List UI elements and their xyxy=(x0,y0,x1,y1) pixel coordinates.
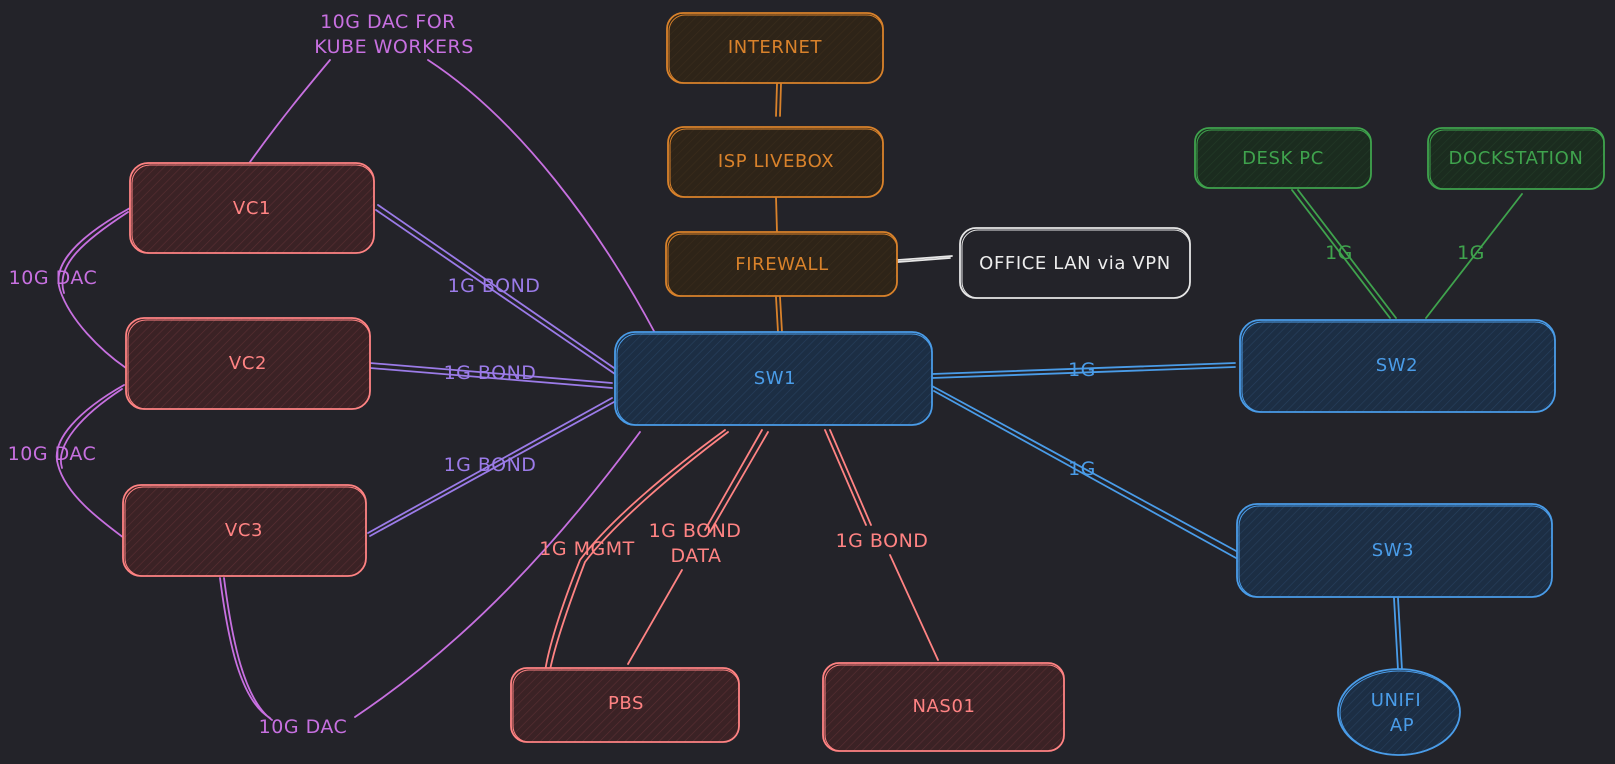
link-vc3-sw1-dac xyxy=(219,577,273,721)
label-bond-data-line2: DATA xyxy=(671,545,722,567)
label-dac-vc1-vc2: 10G DAC xyxy=(9,267,98,289)
link-pbs-data xyxy=(627,569,683,665)
link-dock-sw2 xyxy=(1425,193,1523,319)
node-sw1-label: SW1 xyxy=(754,368,796,389)
node-sw3-label: SW3 xyxy=(1372,540,1414,561)
label-kube-line1: 10G DAC FOR xyxy=(320,11,456,33)
link-sw1-nas-bond xyxy=(824,429,872,526)
label-bond-data-line1: 1G BOND xyxy=(649,520,742,542)
node-pbs-label: PBS xyxy=(608,693,644,714)
label-dac-vc3-sw1: 10G DAC xyxy=(259,716,348,738)
label-desk-sw2: 1G xyxy=(1325,242,1353,264)
label-bond-vc3: 1G BOND xyxy=(444,454,537,476)
node-unifi-ap[interactable]: UNIFI AP xyxy=(1337,668,1461,756)
node-internet[interactable]: INTERNET xyxy=(666,12,884,84)
node-internet-label: INTERNET xyxy=(728,37,823,58)
link-desk-sw2 xyxy=(1291,189,1397,319)
node-pbs[interactable]: PBS xyxy=(510,667,740,743)
node-desk-pc[interactable]: DESK PC xyxy=(1194,127,1372,189)
label-bond-vc1: 1G BOND xyxy=(448,275,541,297)
node-vc2-label: VC2 xyxy=(229,353,267,374)
link-sw3-ap xyxy=(1393,597,1403,671)
link-firewall-office xyxy=(897,255,953,263)
label-bond-vc2: 1G BOND xyxy=(444,362,537,384)
link-kube-vc1 xyxy=(249,59,331,163)
link-vc3-sw1-bond xyxy=(367,397,615,537)
link-vc1-vc2-dac-2 xyxy=(61,211,129,294)
link-sw1-pbs-mgmt xyxy=(544,429,729,673)
link-vc1-vc2-dac xyxy=(57,207,131,369)
label-sw1-sw3: 1G xyxy=(1068,458,1096,480)
node-unifi-ap-label-1: UNIFI xyxy=(1371,690,1422,711)
link-dac-sw1 xyxy=(354,431,641,718)
link-internet-isp xyxy=(775,83,782,117)
node-isp-livebox-label: ISP LIVEBOX xyxy=(718,151,834,172)
node-vc1[interactable]: VC1 xyxy=(129,162,375,254)
node-vc2[interactable]: VC2 xyxy=(125,317,371,410)
node-desk-pc-label: DESK PC xyxy=(1242,148,1324,169)
node-sw3[interactable]: SW3 xyxy=(1236,503,1553,598)
node-dockstation-label: DOCKSTATION xyxy=(1449,148,1584,169)
node-vc3-label: VC3 xyxy=(225,520,263,541)
link-vc2-sw1-bond xyxy=(369,362,613,389)
node-unifi-ap-label-2: AP xyxy=(1390,715,1414,736)
link-vc2-vc3-dac-2 xyxy=(60,388,123,469)
label-sw1-sw2: 1G xyxy=(1068,359,1096,381)
label-bond-nas: 1G BOND xyxy=(836,530,929,552)
node-nas01-label: NAS01 xyxy=(912,696,975,717)
node-firewall-label: FIREWALL xyxy=(735,254,829,275)
link-kube-sw1 xyxy=(427,59,656,334)
link-firewall-sw1 xyxy=(775,296,783,333)
link-vc1-sw1-bond xyxy=(375,204,618,375)
label-mgmt-pbs: 1G MGMT xyxy=(539,538,634,560)
node-vc3[interactable]: VC3 xyxy=(122,484,367,577)
link-sw1-sw2 xyxy=(931,362,1236,379)
link-isp-firewall xyxy=(775,196,778,233)
link-sw1-sw3 xyxy=(931,385,1239,559)
node-sw2-label: SW2 xyxy=(1376,355,1418,376)
node-firewall[interactable]: FIREWALL xyxy=(665,231,898,297)
label-dac-vc2-vc3: 10G DAC xyxy=(8,443,97,465)
node-sw2[interactable]: SW2 xyxy=(1239,319,1556,413)
label-kube-line2: KUBE WORKERS xyxy=(314,36,474,58)
node-isp-livebox[interactable]: ISP LIVEBOX xyxy=(667,126,884,198)
node-office-lan[interactable]: OFFICE LAN via VPN xyxy=(959,227,1191,299)
node-dockstation[interactable]: DOCKSTATION xyxy=(1427,127,1605,190)
link-vc2-vc3-dac xyxy=(55,384,125,539)
node-sw1[interactable]: SW1 xyxy=(614,331,933,426)
node-office-lan-label: OFFICE LAN via VPN xyxy=(979,253,1171,274)
link-sw1-pbs-data xyxy=(704,429,769,533)
link-nas-bond xyxy=(889,554,939,661)
node-vc1-label: VC1 xyxy=(233,198,271,219)
label-dock-sw2: 1G xyxy=(1457,242,1485,264)
node-nas01[interactable]: NAS01 xyxy=(822,662,1065,752)
